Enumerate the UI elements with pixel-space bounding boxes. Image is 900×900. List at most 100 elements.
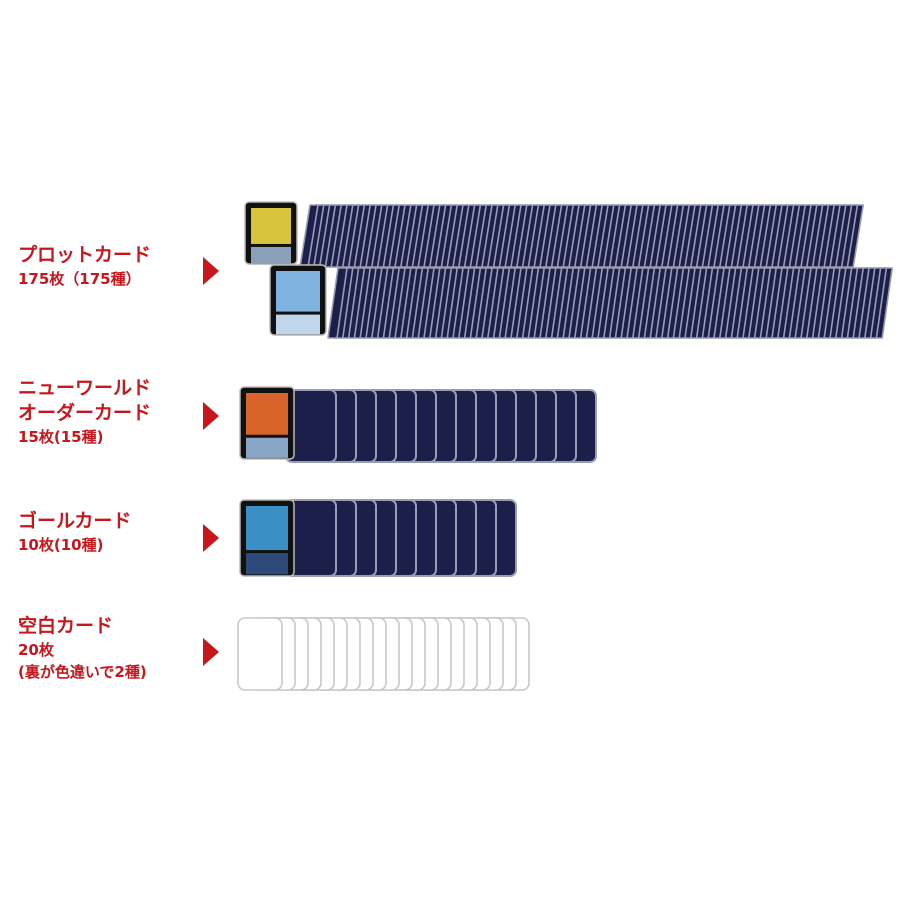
card-back: [489, 267, 511, 339]
card-back: [445, 389, 497, 463]
card-back: [680, 267, 702, 339]
card-back: [709, 267, 731, 339]
card-back: [577, 204, 598, 268]
card-back: [802, 267, 824, 339]
card-back: [773, 267, 795, 339]
card-back: [396, 267, 418, 339]
card-back: [686, 267, 708, 339]
card-back: [419, 267, 441, 339]
card-back: [390, 267, 412, 339]
blank-card-note: (裏が色違いで2種): [18, 663, 147, 681]
card-back: [466, 267, 488, 339]
card-back: [785, 267, 807, 339]
plot-card-face-1-text-box: [251, 246, 291, 265]
card-back: [535, 267, 557, 339]
card-back: [825, 267, 847, 339]
card-back: [483, 267, 505, 339]
card-back: [738, 267, 760, 339]
plot-card-face-2: [269, 264, 327, 336]
arrow-icon: [203, 402, 219, 430]
card-back: [560, 204, 580, 268]
nwo-card-face-text-box: [246, 437, 288, 458]
card-back: [357, 204, 377, 268]
card-back: [849, 267, 870, 339]
card-back: [872, 267, 894, 339]
blank-card: [315, 617, 361, 691]
card-back: [365, 499, 417, 577]
card-back: [797, 204, 818, 268]
card-back: [525, 389, 577, 463]
nwo-card-title-line1: ニューワールド: [18, 377, 152, 399]
card-back: [756, 267, 778, 339]
card-back: [582, 267, 604, 339]
card-back: [513, 204, 534, 268]
card-back: [791, 267, 812, 339]
card-back: [681, 204, 702, 268]
card-back: [443, 267, 464, 339]
card-back: [774, 204, 795, 268]
card-back: [519, 204, 540, 268]
card-back: [351, 204, 372, 268]
card-back: [553, 267, 575, 339]
card-back: [325, 499, 377, 577]
card-back: [583, 204, 604, 268]
card-back: [345, 389, 397, 463]
card-back: [385, 267, 406, 339]
card-back: [385, 389, 437, 463]
card-back: [635, 204, 656, 268]
card-back: [465, 499, 517, 577]
card-back: [478, 204, 499, 268]
blank-card: [484, 617, 530, 691]
card-back: [362, 204, 383, 268]
card-back: [744, 267, 766, 339]
blank-card: [445, 617, 491, 691]
card-back: [728, 204, 749, 268]
nwo-card-face: [239, 386, 295, 460]
card-back: [547, 267, 569, 339]
card-back: [333, 204, 354, 268]
card-back: [425, 389, 477, 463]
card-back: [612, 204, 633, 268]
card-back: [786, 204, 807, 268]
card-back: [402, 267, 424, 339]
plot-card-face-1: [244, 201, 298, 265]
nwo-card-face-art: [246, 393, 288, 435]
card-back: [831, 267, 853, 339]
card-back: [554, 204, 575, 268]
card-back: [838, 204, 859, 268]
goal-card-title: ゴールカード: [18, 510, 132, 532]
card-back: [739, 204, 760, 268]
card-back: [687, 204, 708, 268]
card-back: [345, 499, 397, 577]
card-back: [808, 267, 830, 339]
card-back: [368, 204, 389, 268]
card-back: [531, 204, 551, 268]
card-back: [485, 389, 537, 463]
card-back: [658, 204, 679, 268]
blank-card: [354, 617, 400, 691]
goal-card-face-text-box: [246, 553, 288, 575]
card-back: [542, 204, 563, 268]
blank-card: [289, 617, 335, 691]
blank-card: [263, 617, 309, 691]
card-back: [339, 204, 360, 268]
plot-card-title: プロットカード: [18, 244, 152, 266]
card-back: [815, 204, 836, 268]
card-back: [467, 204, 488, 268]
card-back: [496, 204, 517, 268]
blank-card: [328, 617, 374, 691]
card-back: [305, 499, 357, 577]
card-back: [715, 267, 737, 339]
card-back: [605, 267, 627, 339]
card-back: [803, 204, 824, 268]
card-back: [345, 204, 366, 268]
card-back: [629, 204, 650, 268]
card-back: [310, 204, 331, 268]
card-back: [705, 204, 725, 268]
card-back: [437, 267, 459, 339]
card-back: [809, 204, 830, 268]
card-back: [505, 389, 557, 463]
card-back: [285, 499, 337, 577]
card-back: [472, 267, 493, 339]
